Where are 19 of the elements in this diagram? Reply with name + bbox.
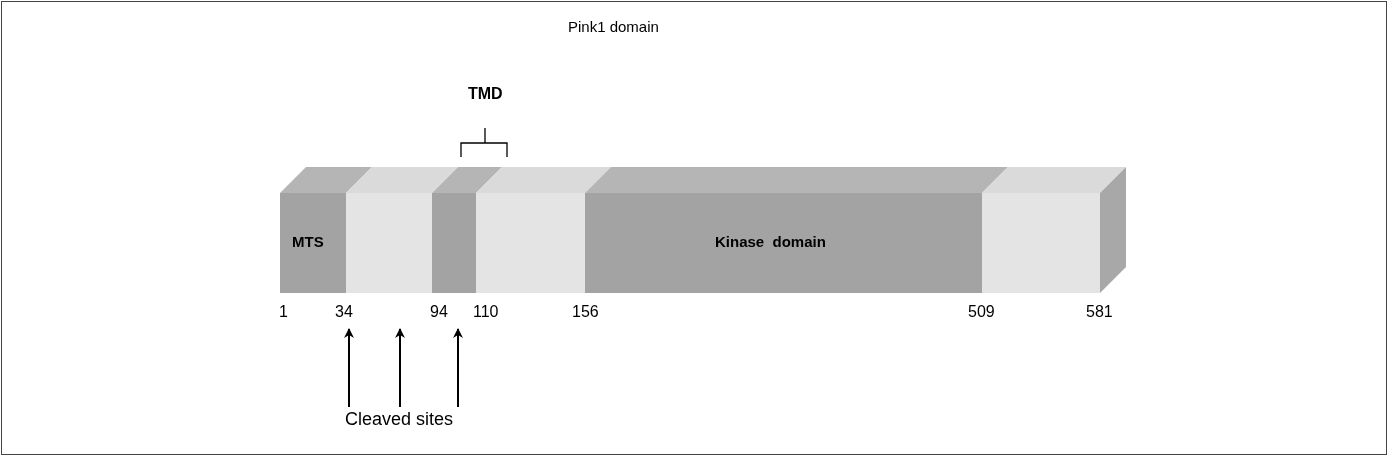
bar-segment bbox=[432, 167, 502, 293]
region-label: TMD bbox=[468, 85, 503, 103]
arrow bbox=[395, 328, 405, 408]
residue-number: 509 bbox=[968, 303, 995, 321]
residue-number: 34 bbox=[335, 303, 353, 321]
arrow bbox=[453, 328, 463, 408]
arrow bbox=[344, 328, 354, 408]
residue-number: 94 bbox=[430, 303, 448, 321]
domain-label: Kinase domain bbox=[715, 233, 826, 250]
residue-number: 1 bbox=[279, 303, 288, 321]
bar-segment bbox=[476, 167, 611, 293]
annotation-text: Cleaved sites bbox=[345, 409, 454, 430]
domain-label: MTS bbox=[292, 233, 324, 250]
residue-number: 581 bbox=[1086, 303, 1113, 321]
diagram-title: Pink1 domain bbox=[568, 18, 659, 35]
residue-number: 156 bbox=[572, 303, 599, 321]
bar-segment bbox=[346, 167, 458, 293]
bar-segment bbox=[982, 167, 1126, 293]
residue-number: 110 bbox=[473, 303, 499, 321]
